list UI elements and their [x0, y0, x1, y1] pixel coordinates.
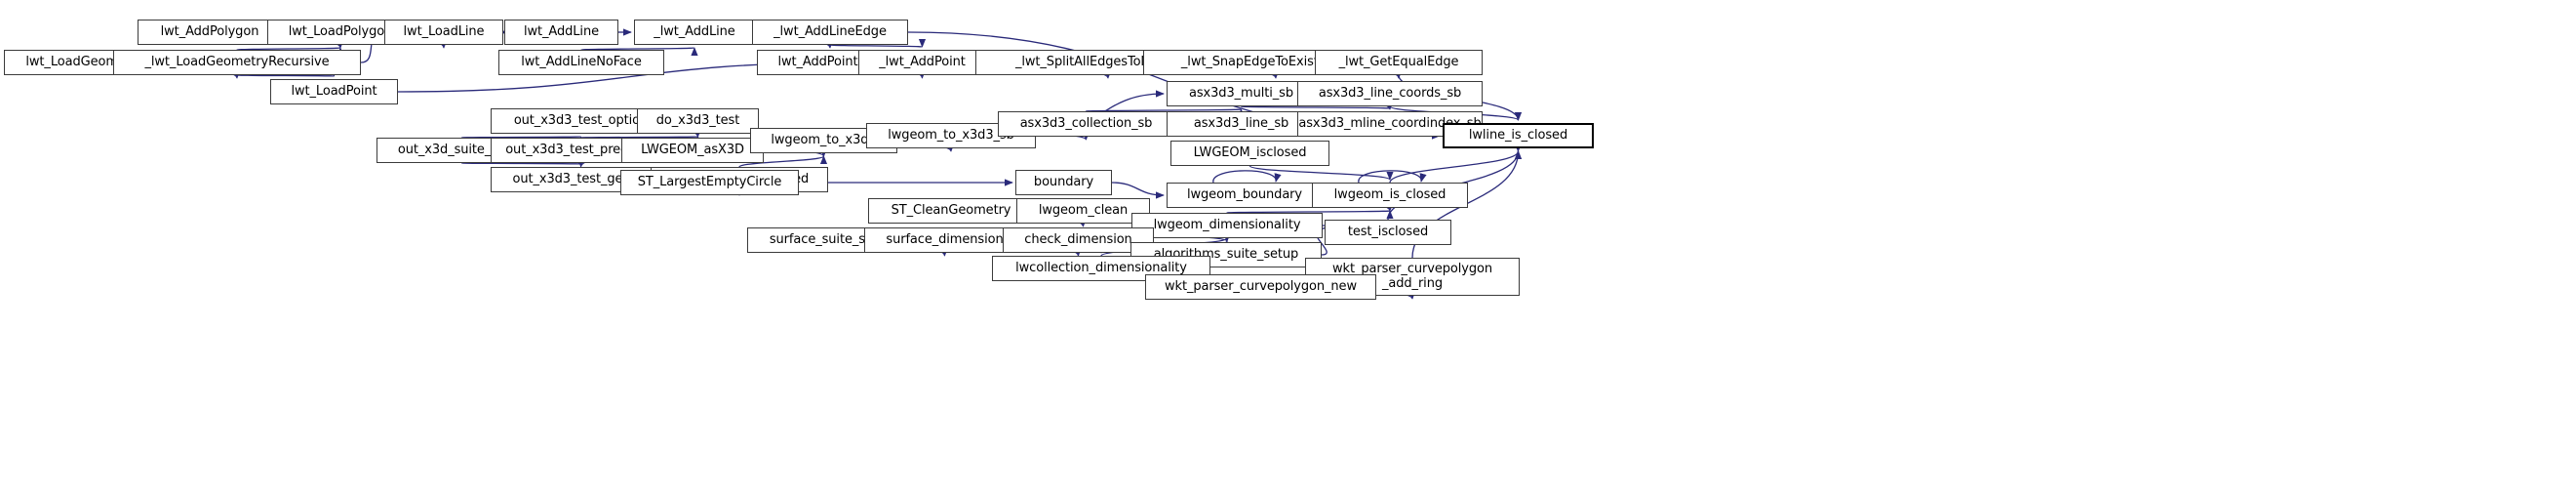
graph-node-LWGEOM_asX3D[interactable]: LWGEOM_asX3D [621, 138, 764, 163]
graph-node-LWGEOM_isclosed[interactable]: LWGEOM_isclosed [1170, 141, 1329, 166]
graph-node-do_x3d3_test[interactable]: do_x3d3_test [637, 108, 759, 134]
graph-node-lwline_is_closed[interactable]: lwline_is_closed [1443, 123, 1594, 148]
graph-node-lwgeom_is_closed[interactable]: lwgeom_is_closed [1312, 183, 1468, 208]
graph-node-_lwt_AddLineEdge[interactable]: _lwt_AddLineEdge [752, 20, 908, 45]
edge-asx3d3_multi_sb-to-asx3d3_mline_coordindex_sb [1240, 100, 1393, 109]
edge-lwgeom_is_closed-to-lwgeom_is_closed [1358, 170, 1427, 184]
edge-boundary-to-lwgeom_boundary [1111, 182, 1165, 199]
graph-node-boundary[interactable]: boundary [1015, 170, 1112, 195]
edge-lwgeom_boundary-to-lwgeom_boundary [1212, 170, 1282, 184]
graph-node-ST_LargestEmptyCircle[interactable]: ST_LargestEmptyCircle [620, 170, 799, 195]
graph-node-_lwt_GetEqualEdge[interactable]: _lwt_GetEqualEdge [1315, 50, 1483, 75]
graph-node-test_isclosed[interactable]: test_isclosed [1325, 220, 1451, 245]
edge-_lwt_LoadGeometryRecursive-to-lwt_LoadPoint [236, 67, 337, 77]
graph-node-surface_dimension[interactable]: surface_dimension [864, 227, 1025, 253]
edge-lwgeom_is_closed-to-lwline_is_closed [1389, 150, 1523, 184]
graph-node-lwgeom_boundary[interactable]: lwgeom_boundary [1167, 183, 1323, 208]
graph-node-lwgeom_clean[interactable]: lwgeom_clean [1016, 198, 1150, 224]
graph-node-lwt_AddLine[interactable]: lwt_AddLine [504, 20, 618, 45]
graph-node-asx3d3_multi_sb[interactable]: asx3d3_multi_sb [1167, 81, 1316, 106]
graph-node-lwt_LoadLine[interactable]: lwt_LoadLine [384, 20, 503, 45]
graph-node-lwgeom_dimensionality[interactable]: lwgeom_dimensionality [1131, 213, 1323, 238]
graph-node-ST_CleanGeometry[interactable]: ST_CleanGeometry [868, 198, 1034, 224]
graph-node-lwt_LoadPoint[interactable]: lwt_LoadPoint [270, 79, 398, 104]
graph-node-_lwt_LoadGeometryRecursive[interactable]: _lwt_LoadGeometryRecursive [113, 50, 361, 75]
edge-out_x3d_suite_setup-to-out_x3d3_test_geoms [460, 155, 583, 165]
graph-node-asx3d3_line_sb[interactable]: asx3d3_line_sb [1167, 111, 1316, 137]
graph-node-asx3d3_collection_sb[interactable]: asx3d3_collection_sb [998, 111, 1174, 137]
edge-_lwt_AddLineEdge-to-_lwt_AddPoint [829, 38, 926, 48]
graph-node-_lwt_AddPoint[interactable]: _lwt_AddPoint [858, 50, 986, 75]
graph-node-lwt_AddPolygon[interactable]: lwt_AddPolygon [138, 20, 282, 45]
edge-LWGEOM_isclosed-to-lwgeom_is_closed [1248, 165, 1394, 181]
graph-node-wkt_parser_curvepolygon_new[interactable]: wkt_parser_curvepolygon_new [1145, 274, 1376, 300]
graph-node-_lwt_AddLine[interactable]: _lwt_AddLine [634, 20, 755, 45]
graph-node-lwt_AddLineNoFace[interactable]: lwt_AddLineNoFace [498, 50, 664, 75]
graph-node-asx3d3_line_coords_sb[interactable]: asx3d3_line_coords_sb [1297, 81, 1483, 106]
